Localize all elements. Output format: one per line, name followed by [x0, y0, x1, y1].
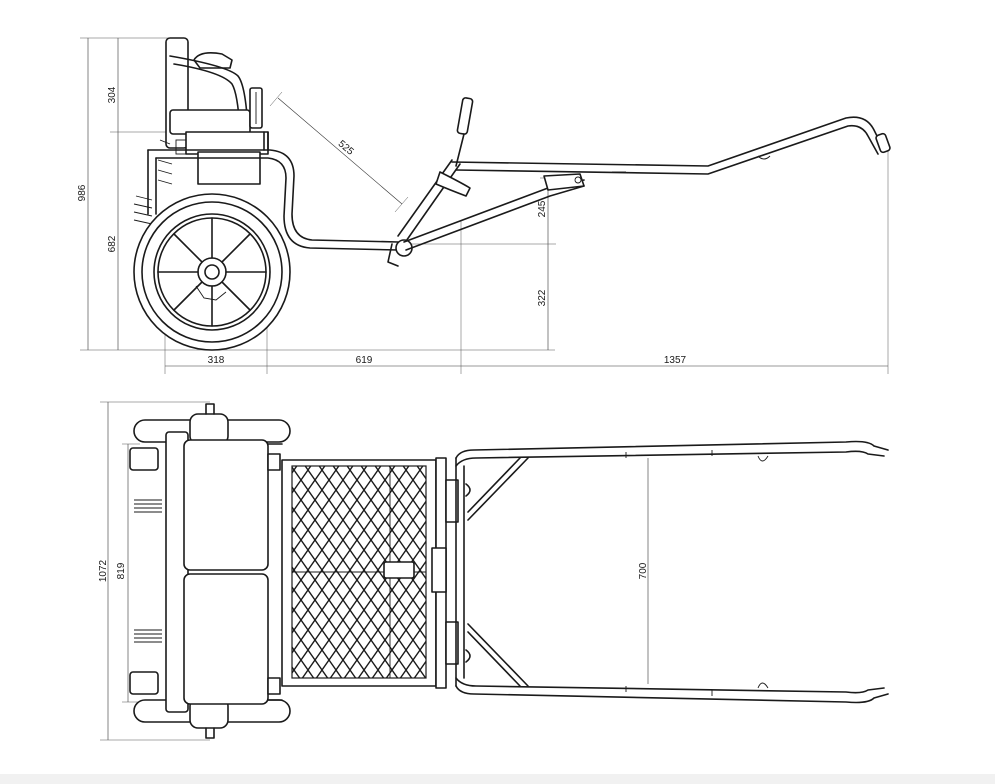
dim-frame-height: 682 [107, 235, 118, 252]
dim-seat-height: 304 [107, 86, 118, 103]
driver-handle [387, 97, 474, 267]
footplate-mesh [281, 459, 437, 687]
top-view-dimension-lines [100, 401, 649, 741]
dim-total-height: 986 [77, 184, 88, 201]
front-crossbar [431, 457, 471, 689]
top-view-dimension-labels: 1072 819 700 [98, 559, 649, 582]
footer-strip [0, 774, 995, 784]
dim-rear-length: 318 [208, 355, 225, 366]
top-seat [165, 431, 283, 713]
side-shafts [403, 116, 891, 251]
rear-wheel [133, 193, 291, 351]
dim-hitch-height: 322 [537, 289, 548, 306]
dim-handle-offset: 525 [336, 139, 356, 158]
top-shafts [455, 440, 889, 704]
seat-assembly [165, 37, 263, 149]
side-view: 304 986 682 525 245 322 318 619 1357 [77, 37, 891, 374]
dim-shaft-spread: 700 [638, 562, 649, 579]
dim-shaft-length: 1357 [664, 355, 687, 366]
suspension-spring [133, 139, 187, 225]
dim-hitch-rise: 245 [537, 200, 548, 217]
wheel-spokes [157, 217, 267, 327]
dim-mid-length: 619 [356, 355, 373, 366]
top-view: 1072 819 700 [98, 401, 889, 741]
top-springs [129, 447, 162, 695]
dim-track-width: 819 [116, 562, 127, 579]
dim-overall-width: 1072 [98, 559, 109, 582]
